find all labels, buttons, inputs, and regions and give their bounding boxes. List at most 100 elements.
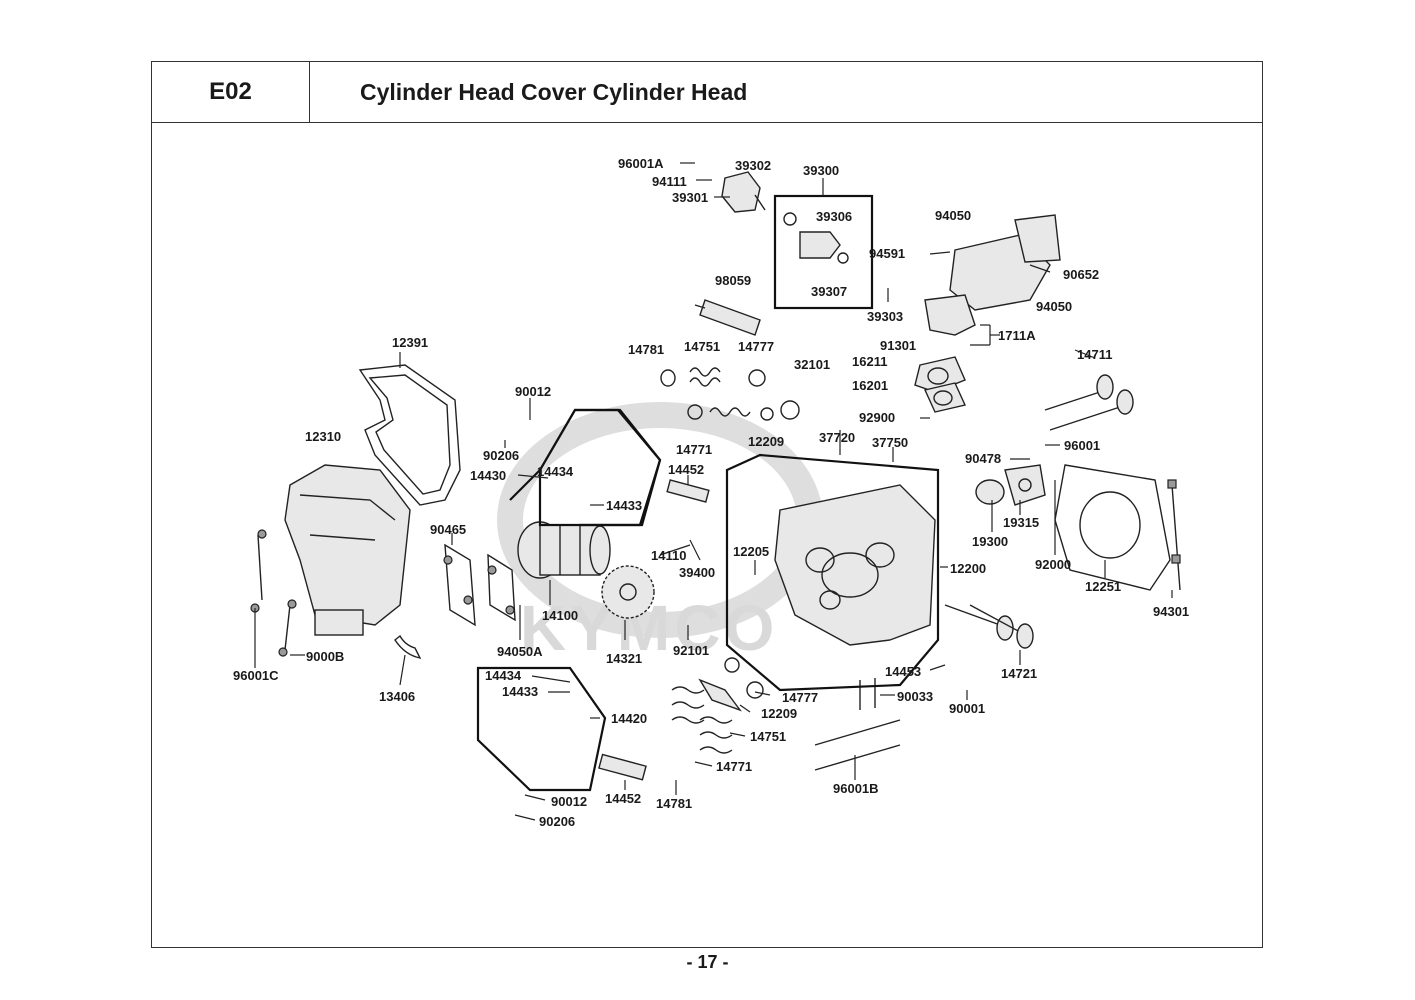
clip-13406-drawing: [394, 634, 422, 659]
rocker-arm-box-top: [538, 408, 662, 527]
spark-plug-drawing: [694, 299, 761, 336]
cylinder-head-box: [725, 453, 940, 692]
part-label: 92101: [673, 643, 709, 658]
part-label: 14711: [1077, 347, 1112, 362]
cover-gasket-drawing: [358, 364, 461, 506]
part-label: 16201: [852, 378, 888, 393]
cam-sprocket-drawing: [601, 565, 655, 619]
part-label: 14721: [1001, 666, 1037, 681]
part-label: 14434: [485, 668, 522, 683]
part-label: 16211: [852, 354, 887, 369]
page-number: - 17 -: [686, 952, 729, 972]
part-label: 39307: [811, 284, 847, 299]
rocker-arm-box-bottom: [476, 666, 607, 792]
part-label: 90033: [897, 689, 933, 704]
part-label: 14771: [676, 442, 712, 457]
part-labels: 96001A 39302 94111 39301 39300 39306 940…: [233, 156, 1189, 829]
head-gasket-drawing: [1054, 464, 1171, 591]
part-label: 39400: [679, 565, 715, 580]
section-title: Cylinder Head Cover Cylinder Head: [360, 78, 748, 105]
tensioner-drawing: [975, 464, 1046, 506]
part-label: 14433: [606, 498, 642, 513]
part-label: 96001C: [233, 668, 279, 683]
insulator-drawing: [914, 356, 966, 413]
part-label: 98059: [715, 273, 751, 288]
section-header: E02 Cylinder Head Cover Cylinder Head: [151, 61, 1263, 122]
part-label: 14452: [668, 462, 704, 477]
part-label: 39301: [672, 190, 708, 205]
cylinder-head-cover-drawing: [284, 464, 411, 636]
part-label: 94591: [869, 246, 905, 261]
injector-cap-drawing: [721, 171, 766, 213]
valve-springs-top-drawing: [660, 367, 800, 421]
part-label: 14771: [716, 759, 752, 774]
part-label: 9000B: [306, 649, 344, 664]
part-label: 96001B: [833, 781, 879, 796]
part-label: 12391: [392, 335, 428, 350]
part-label: 96001A: [618, 156, 664, 171]
diagram-frame: [151, 122, 1263, 948]
part-label: 90206: [483, 448, 519, 463]
part-label: 14100: [542, 608, 578, 623]
section-code: E02: [152, 62, 310, 122]
part-label: 96001: [1064, 438, 1100, 453]
part-label: 19300: [972, 534, 1008, 549]
part-label: 32101: [794, 357, 830, 372]
part-label: 92900: [859, 410, 895, 425]
part-label: 12205: [733, 544, 769, 559]
part-label: 37750: [872, 435, 908, 450]
part-label: 39303: [867, 309, 903, 324]
exhaust-valves-drawing: [944, 604, 1034, 649]
part-label: 94050: [935, 208, 971, 223]
intake-manifold-drawing: [924, 214, 1061, 336]
part-label: 14433: [502, 684, 538, 699]
part-label: 14110: [651, 548, 686, 563]
part-label: 12209: [761, 706, 797, 721]
rocker-shaft-bottom-drawing: [598, 753, 647, 781]
part-label: 14751: [684, 339, 720, 354]
part-label: 12251: [1085, 579, 1121, 594]
part-label: 12200: [950, 561, 986, 576]
part-label: 13406: [379, 689, 415, 704]
part-label: 90001: [949, 701, 985, 716]
leader-lines: [254, 162, 1173, 821]
part-label: 94050: [1036, 299, 1072, 314]
cylinder-head-drawing: [774, 484, 936, 646]
injector-drawing: [783, 212, 849, 264]
part-label: 91301: [880, 338, 916, 353]
part-label: 14781: [628, 342, 664, 357]
part-label: 90012: [551, 794, 587, 809]
part-label: 14420: [611, 711, 647, 726]
long-bolts-drawing: [814, 678, 901, 771]
intake-valves-drawing: [1044, 374, 1134, 431]
part-label: 94301: [1153, 604, 1189, 619]
part-label: 90012: [515, 384, 551, 399]
part-label: 39306: [816, 209, 852, 224]
part-label: 94050A: [497, 644, 543, 659]
cover-bolts-drawing: [250, 529, 297, 657]
part-label: 14751: [750, 729, 786, 744]
part-label: 90206: [539, 814, 575, 829]
part-label: 1711A: [998, 328, 1036, 343]
part-label: 14453: [885, 664, 921, 679]
part-label: 90465: [430, 522, 466, 537]
part-label: 39300: [803, 163, 839, 178]
part-label: 14781: [656, 796, 692, 811]
part-label: 39302: [735, 158, 771, 173]
part-label: 14777: [738, 339, 774, 354]
dowel-pins-drawing: [443, 543, 516, 627]
part-label: 14430: [470, 468, 506, 483]
rocker-shaft-top-drawing: [666, 479, 710, 503]
part-label: 14452: [605, 791, 641, 806]
part-label: 12310: [305, 429, 341, 444]
camshaft-drawing: [517, 521, 611, 579]
part-label: 94111: [652, 174, 687, 189]
valve-springs-bottom-drawing: [671, 657, 764, 754]
part-label: 14777: [782, 690, 818, 705]
part-label: 14321: [606, 651, 642, 666]
part-label: 90652: [1063, 267, 1099, 282]
part-label: 19315: [1003, 515, 1039, 530]
part-label: 92000: [1035, 557, 1071, 572]
stud-bolts-drawing: [1167, 479, 1181, 591]
part-label: 14434: [537, 464, 574, 479]
